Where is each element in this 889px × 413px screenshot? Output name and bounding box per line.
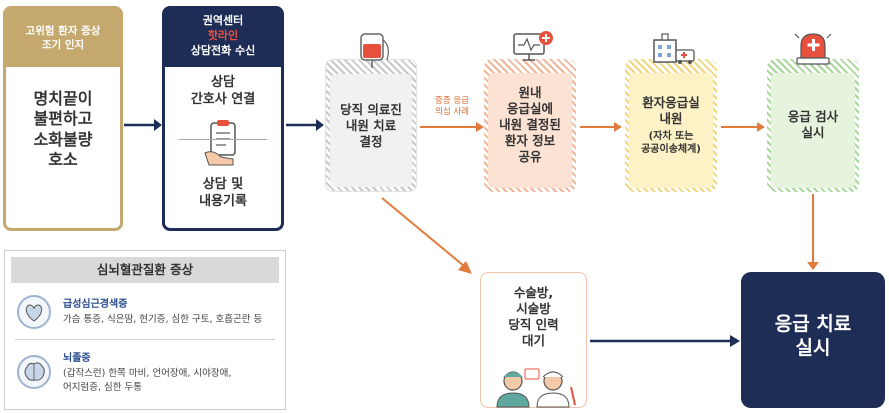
emergency-siren-icon — [794, 33, 832, 65]
card-patient-info-text: 원내 응급실에 내원 결정된 환자 정보 공유 — [499, 85, 561, 164]
symptom-mi-title: 급성심근경색증 — [63, 299, 128, 310]
monitor-medical-icon — [513, 31, 553, 61]
card-er-arrival-inner — [629, 73, 713, 188]
hotline-header-line1: 권역센터 — [202, 14, 244, 27]
blood-bag-icon — [360, 33, 389, 68]
card-er-arrival-sub: (자차 또는 공공이송체계) — [641, 131, 701, 155]
card-early-recognition: 고위험 환자 증상 조기 인지 명치끝이 불편하고 소화불량 호소 — [3, 6, 123, 231]
hotline-header-line3: 상담전화 수신 — [190, 43, 256, 57]
hotline-body-bottom: 상담 및 내용기록 — [199, 177, 247, 209]
card-er-arrival-text: 환자응급실 내원 — [642, 95, 700, 126]
card-doctor-decision-text: 당직 의료진 내원 치료 결정 — [340, 102, 402, 149]
hotline-body-top: 상담 간호사 연결 — [190, 75, 256, 107]
arrow-4-to-5 — [580, 122, 622, 132]
card-or-standby-text: 수술방, 시술방 당직 인력 대기 — [508, 285, 559, 348]
arrow-5-to-6 — [721, 122, 765, 132]
card-hotline-header: 권역센터 핫라인 상담전화 수신 — [165, 9, 281, 67]
card-patient-info-inner — [488, 73, 572, 188]
arrow-7-to-8 — [590, 335, 740, 347]
note-severe-emergency: 중증 응급 의심 사례 — [435, 96, 469, 118]
brain-icon — [17, 355, 51, 389]
hotline-header-line2: 핫라인 — [207, 28, 239, 42]
arrow-3-to-4 — [420, 122, 484, 132]
card-emergency-test-text: 응급 검사 실시 — [787, 109, 839, 140]
card-doctor-decision: 당직 의료진 내원 치료 결정 — [325, 59, 417, 192]
card-emergency-treatment: 응급 치료 실시 — [741, 272, 885, 408]
card-patient-info-share: 원내 응급실에 내원 결정된 환자 정보 공유 — [484, 59, 576, 192]
arrow-3-to-7 — [381, 197, 472, 274]
card-early-recognition-body: 명치끝이 불편하고 소화불량 호소 — [33, 89, 93, 170]
symptoms-panel: 심뇌혈관질환 증상 급성심근경색증 가슴 통증, 식은땀, 현기증, 심한 구토… — [4, 250, 286, 410]
symptom-stroke-text: (갑작스런) 한쪽 마비, 언어장애, 시야장애, 어지럼증, 심한 두통 — [63, 368, 232, 393]
card-emergency-test-inner — [771, 73, 855, 188]
medical-staff-icon — [496, 368, 576, 408]
hospital-ambulance-icon — [653, 33, 695, 64]
symptom-stroke-title: 뇌졸중 — [63, 353, 91, 364]
card-doctor-decision-inner — [330, 74, 412, 187]
clipboard-hand-icon — [204, 120, 236, 166]
heart-icon — [17, 295, 51, 329]
symptoms-divider — [15, 339, 275, 340]
symptom-mi-text: 가슴 통증, 식은땀, 현기증, 심한 구토, 호흡곤란 등 — [63, 314, 263, 325]
card-emergency-treatment-text: 응급 치료 실시 — [774, 313, 852, 360]
symptoms-panel-title: 심뇌혈관질환 증상 — [11, 257, 279, 283]
card-emergency-test: 응급 검사 실시 — [767, 59, 859, 192]
card-early-recognition-header: 고위험 환자 증상 조기 인지 — [6, 9, 120, 67]
arrow-2-to-3 — [286, 119, 324, 131]
arrow-6-to-8 — [807, 194, 819, 270]
arrow-1-to-2 — [124, 119, 162, 131]
card-hotline-center: 권역센터 핫라인 상담전화 수신 상담 간호사 연결 상담 및 내용기록 — [162, 6, 284, 231]
card-er-arrival: 환자응급실 내원 (자차 또는 공공이송체계) — [625, 59, 717, 192]
hotline-divider — [179, 139, 267, 140]
card-or-standby: 수술방, 시술방 당직 인력 대기 — [480, 272, 587, 408]
